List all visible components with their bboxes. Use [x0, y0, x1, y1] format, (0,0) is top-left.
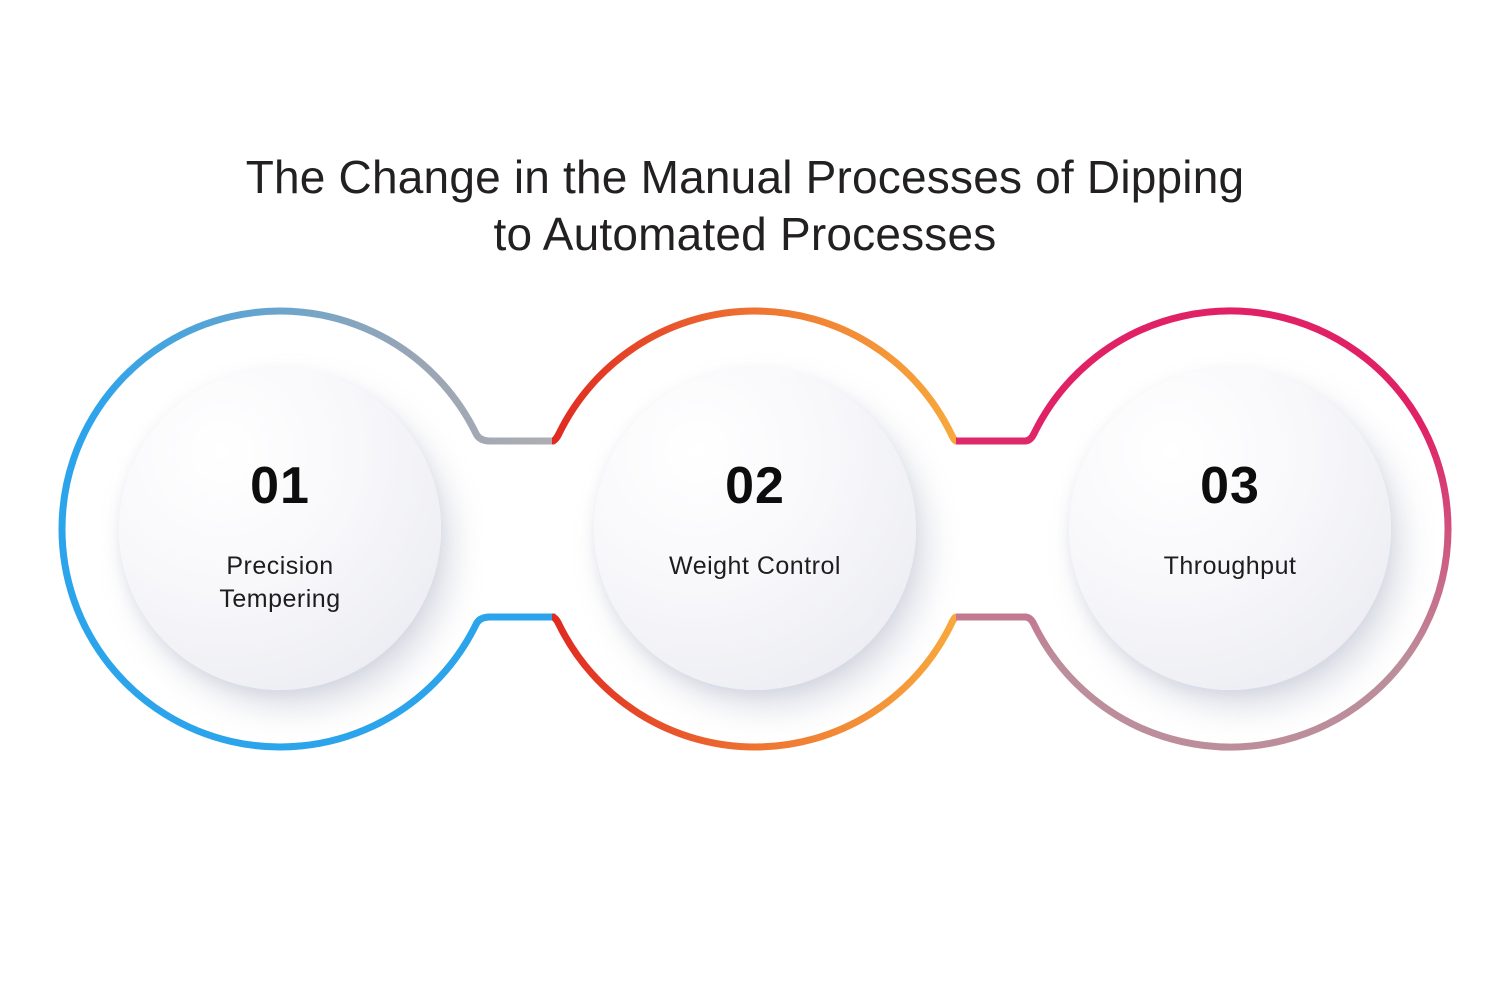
ring-1-arc-top — [58, 307, 556, 530]
step-label-1: Precision Tempering — [219, 552, 341, 613]
step-number-2: 02 — [725, 457, 785, 515]
diagram-title: The Change in the Manual Processes of Di… — [0, 149, 1490, 263]
step-circle-1: 01 Precision Tempering — [119, 368, 441, 690]
title-line-2: to Automated Processes — [493, 208, 997, 260]
ring-3-arc — [956, 307, 1452, 751]
ring-2-arc-top — [551, 307, 958, 445]
step-circle-2: 02 Weight Control — [594, 368, 916, 690]
step-number-1: 01 — [250, 457, 310, 515]
ring-1-arc-bottom — [58, 528, 556, 751]
title-line-1: The Change in the Manual Processes of Di… — [245, 151, 1245, 203]
step-number-3: 03 — [1200, 457, 1260, 515]
ring-2-arc-bottom — [551, 613, 958, 751]
step-label-2: Weight Control — [669, 552, 841, 580]
step-circle-3: 03 Throughput — [1069, 368, 1391, 690]
step-label-3: Throughput — [1163, 552, 1297, 580]
